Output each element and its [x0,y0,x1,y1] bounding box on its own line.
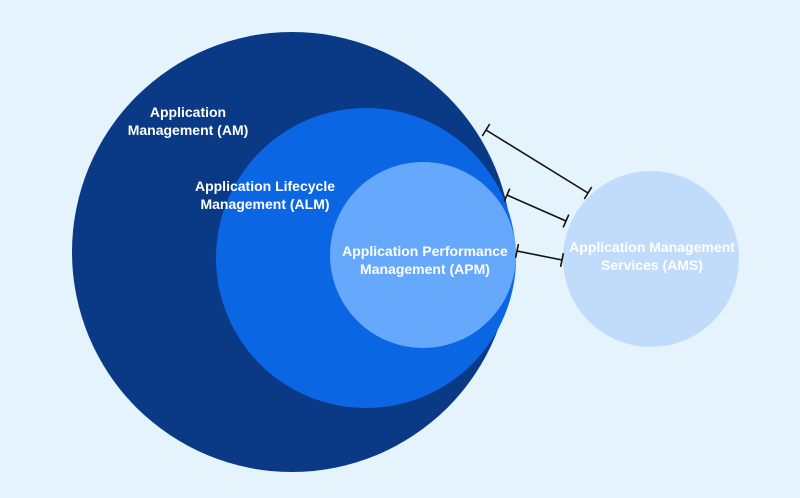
alm-label-line-1: Application Lifecycle [194,178,336,194]
am-label-line-1: Application [149,104,227,120]
am-label-line-2: Management (AM) [127,122,249,138]
apm-label: Application Performance Management (APM) [330,242,520,278]
alm-label-line-2: Management (ALM) [200,196,330,212]
ams-label: Application Management Services (AMS) [562,238,742,274]
connector-ams-am [481,123,593,200]
connector-ams-alm [503,188,570,228]
apm-circle [330,162,516,348]
apm-label-line-1: Application Performance [342,243,508,259]
am-label: Application Management (AM) [118,103,258,139]
alm-label: Application Lifecycle Management (ALM) [180,177,350,213]
ams-label-line-2: Services (AMS) [601,257,703,273]
ams-label-line-1: Application Management [569,239,735,255]
connector-ams-apm [514,243,565,268]
ams-circle [563,171,739,347]
apm-label-line-2: Management (APM) [360,261,490,277]
